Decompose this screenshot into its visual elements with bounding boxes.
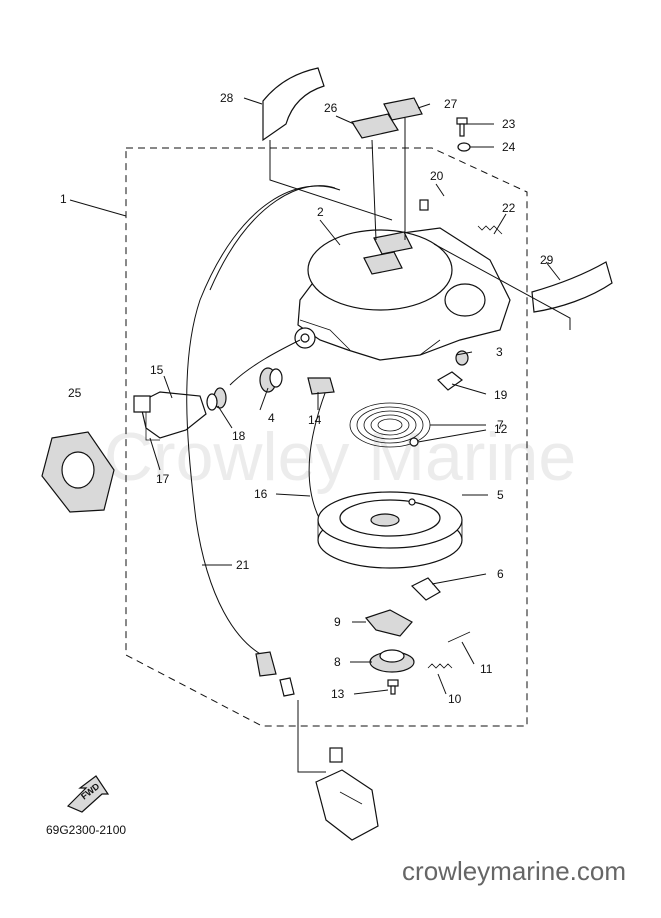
site-footer: crowleymarine.com [402,856,626,886]
callout-13: 13 [331,687,345,701]
diagram-code: 69G2300-2100 [46,823,126,837]
lower-bracket [297,700,379,841]
callout-7: 7 [497,418,504,432]
callout-26: 26 [324,101,338,115]
fwd-arrow: FWD [66,775,110,813]
assembly-boundary [125,147,528,727]
callout-2: 2 [317,205,324,219]
part-22-spring [477,225,503,235]
callout-4: 4 [268,411,275,425]
callout-28: 28 [220,91,234,105]
callout-22: 22 [502,201,516,215]
callout-23: 23 [502,117,516,131]
callout-16: 16 [254,487,268,501]
callout-8: 8 [334,655,341,669]
part-8-drive [369,649,415,673]
part-5-pulley [317,491,463,569]
callout-10: 10 [448,692,462,706]
part-4-grommet [259,367,283,393]
callouts: 1 2 3 4 5 6 7 8 9 10 11 12 13 14 15 16 1… [60,91,554,706]
part-26-label [351,113,399,139]
part-27-label [383,97,423,121]
callout-21: 21 [236,558,250,572]
callout-6: 6 [497,567,504,581]
callout-9: 9 [334,615,341,629]
part-19-lever [437,371,463,391]
part-14-clip [307,377,335,395]
part-11-spring [447,631,471,643]
part-18-fitting [206,387,227,411]
callout-19: 19 [494,388,508,402]
part-13-bolt [387,679,399,695]
callout-25: 25 [68,386,82,400]
callout-1: 1 [60,192,67,206]
cable-end [255,651,277,677]
callout-14: 14 [308,413,322,427]
callout-17: 17 [156,472,170,486]
callout-5: 5 [497,488,504,502]
part-29-sticker [531,261,613,313]
part-9-plate [364,609,413,637]
part-24-washer [457,142,471,152]
callout-12: 12 [494,422,508,436]
part-15-17-bracket [133,391,207,441]
part-20-roller [419,199,429,211]
callout-20: 20 [430,169,444,183]
part-23-bolt [456,117,468,137]
part-21-cable [186,185,341,656]
part-12-clip [409,437,419,447]
callout-3: 3 [496,345,503,359]
callout-29: 29 [540,253,554,267]
callout-18: 18 [232,429,246,443]
leader-lines [69,97,571,695]
callout-24: 24 [502,140,516,154]
part-28-sticker [262,67,325,142]
callout-27: 27 [444,97,458,111]
part-6-pawl [410,577,441,601]
part-10-spring [427,663,453,669]
part-2-starter-housing [294,227,511,361]
callout-11: 11 [480,662,493,676]
callout-15: 15 [150,363,164,377]
